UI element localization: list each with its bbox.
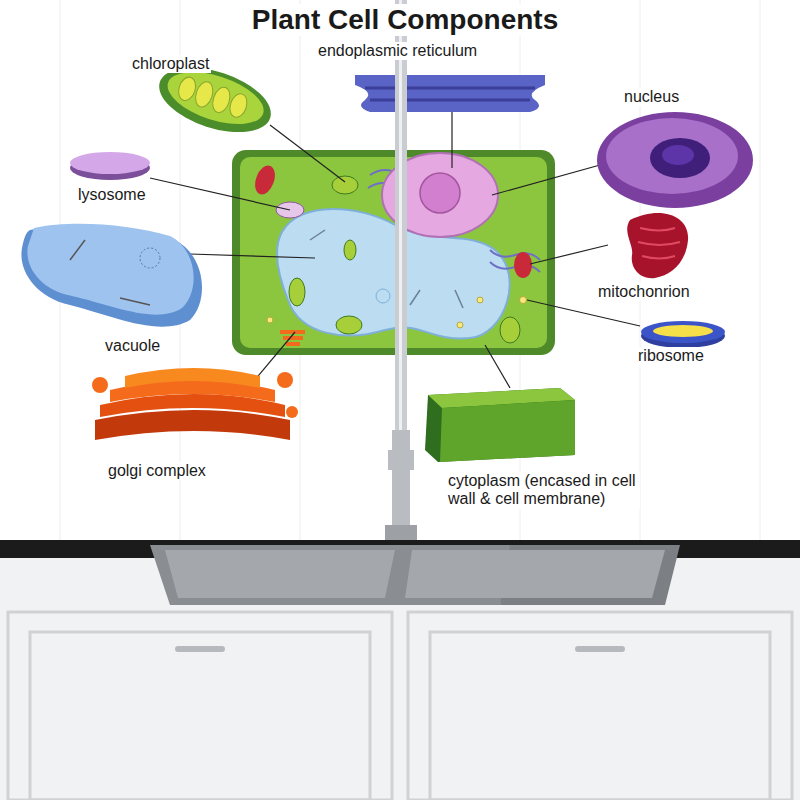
part-label: mitochonrion [596, 283, 692, 301]
part-label: vacuole [103, 337, 162, 355]
diagram-title: Plant Cell Components [250, 4, 560, 36]
part-label: golgi complex [106, 462, 208, 480]
part-label: chloroplast [130, 55, 211, 73]
part-label: lysosome [76, 186, 148, 204]
part-label: cytoplasm (encased in cell wall & cell m… [446, 472, 640, 509]
part-label: ribosome [636, 347, 706, 365]
part-label: endoplasmic reticulum [316, 42, 479, 60]
part-label: nucleus [622, 88, 681, 106]
